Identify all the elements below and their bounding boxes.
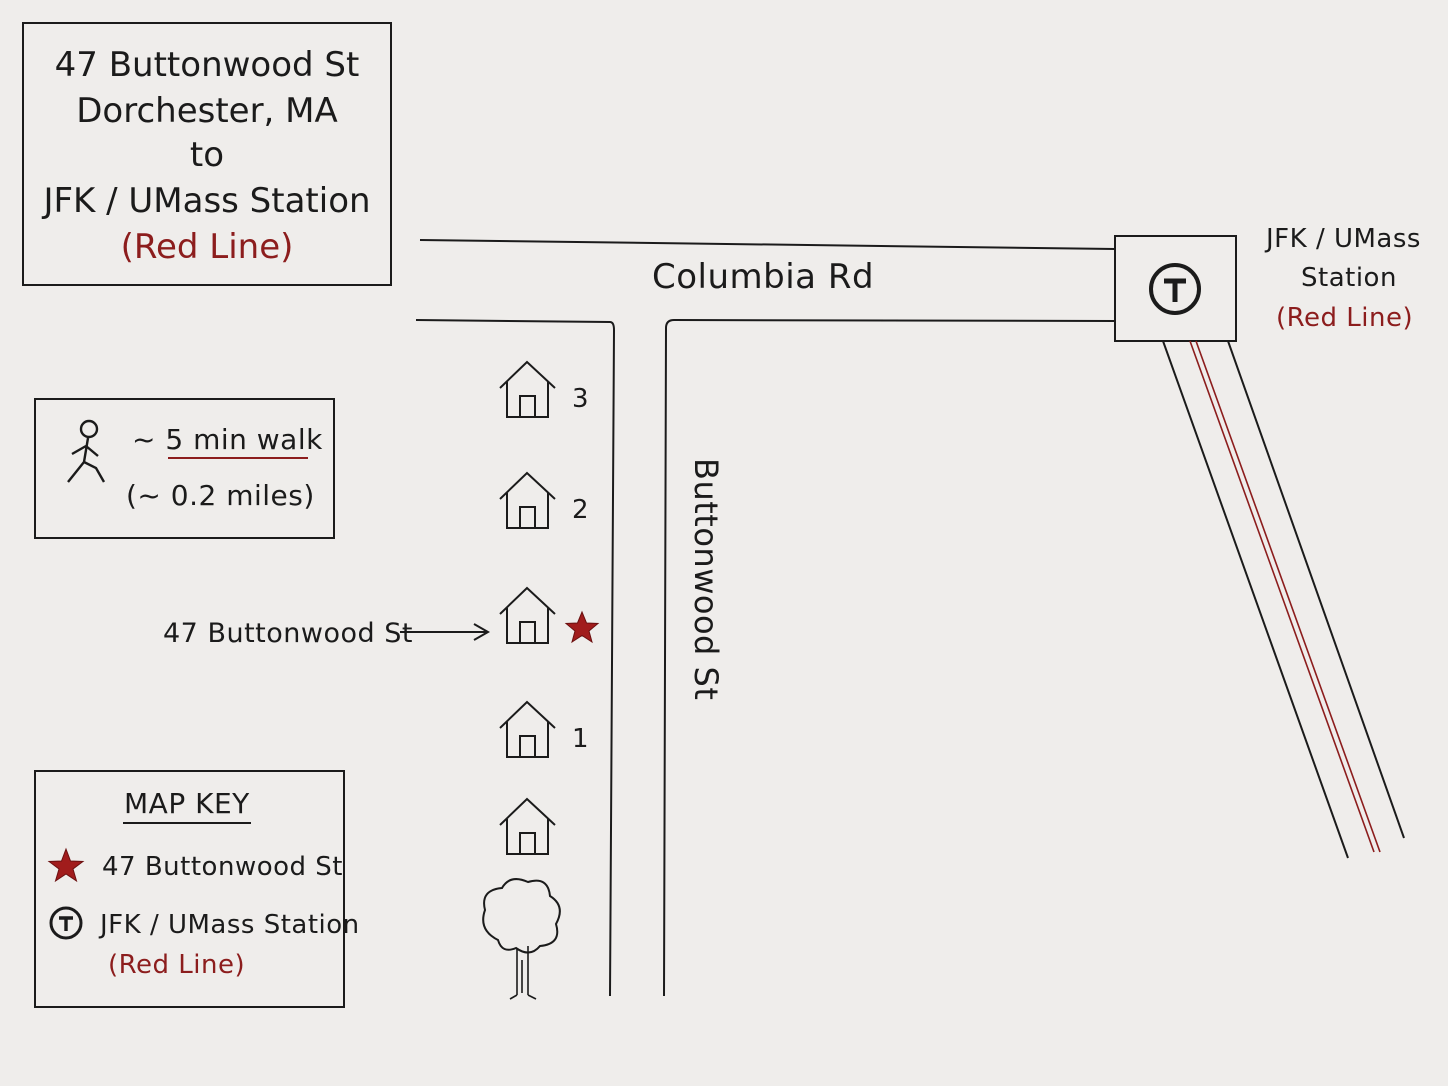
destination-label: 47 Buttonwood St <box>163 618 413 649</box>
walk-duration: ~ 5 min walk <box>132 423 323 456</box>
arrow-icon <box>400 623 491 641</box>
destination-star-icon <box>564 610 600 644</box>
track-red-rail-2 <box>1195 340 1381 853</box>
columbia-rd-north-edge <box>419 239 1116 250</box>
title-destination: JFK / UMass Station <box>43 181 371 221</box>
key-star-icon <box>47 847 85 883</box>
map-key-title: MAP KEY <box>124 787 250 820</box>
track-left-edge <box>1162 340 1349 859</box>
station-t-circle <box>1149 263 1201 315</box>
track-red-rail-1 <box>1189 340 1375 853</box>
house-number-2: 2 <box>572 495 590 525</box>
title-to: to <box>189 135 225 175</box>
station-label-name: JFK / UMass <box>1266 224 1421 254</box>
track-right-edge <box>1227 340 1405 839</box>
key-t-circle <box>49 906 83 940</box>
house-number-3: 3 <box>572 384 590 414</box>
walking-person-icon <box>67 419 106 483</box>
house-icon <box>499 586 556 644</box>
title-origin-street: 47 Buttonwood St <box>54 45 360 85</box>
house-icon <box>499 360 556 418</box>
key-item-address: 47 Buttonwood St <box>102 852 343 882</box>
buttonwood-st-label: Buttonwood St <box>687 458 725 701</box>
title-red-line: (Red Line) <box>120 227 294 267</box>
tree-icon <box>482 878 561 1000</box>
key-t-letter <box>59 916 73 931</box>
house-icon <box>499 797 556 855</box>
columbia-rd-south-edge-east <box>663 318 1116 997</box>
station-box <box>1114 235 1237 342</box>
columbia-rd-label: Columbia Rd <box>652 257 875 297</box>
columbia-rd-south-edge-west <box>415 319 616 997</box>
key-item-red-line: (Red Line) <box>108 950 246 980</box>
house-number-1: 1 <box>572 724 590 754</box>
station-t-letter <box>1164 278 1186 302</box>
station-label-station: Station <box>1301 263 1397 293</box>
house-icon <box>499 700 556 758</box>
key-item-station: JFK / UMass Station <box>100 910 360 940</box>
house-icon <box>499 471 556 529</box>
walk-info-box: ~ 5 min walk (~ 0.2 miles) <box>34 398 335 539</box>
title-origin-city: Dorchester, MA <box>76 91 338 131</box>
station-label-line: (Red Line) <box>1276 303 1414 333</box>
walk-distance: (~ 0.2 miles) <box>126 479 315 512</box>
map-key-box: MAP KEY 47 Buttonwood St JFK / UMass Sta… <box>34 770 359 1008</box>
title-box: 47 Buttonwood St Dorchester, MA to JFK /… <box>22 22 392 286</box>
